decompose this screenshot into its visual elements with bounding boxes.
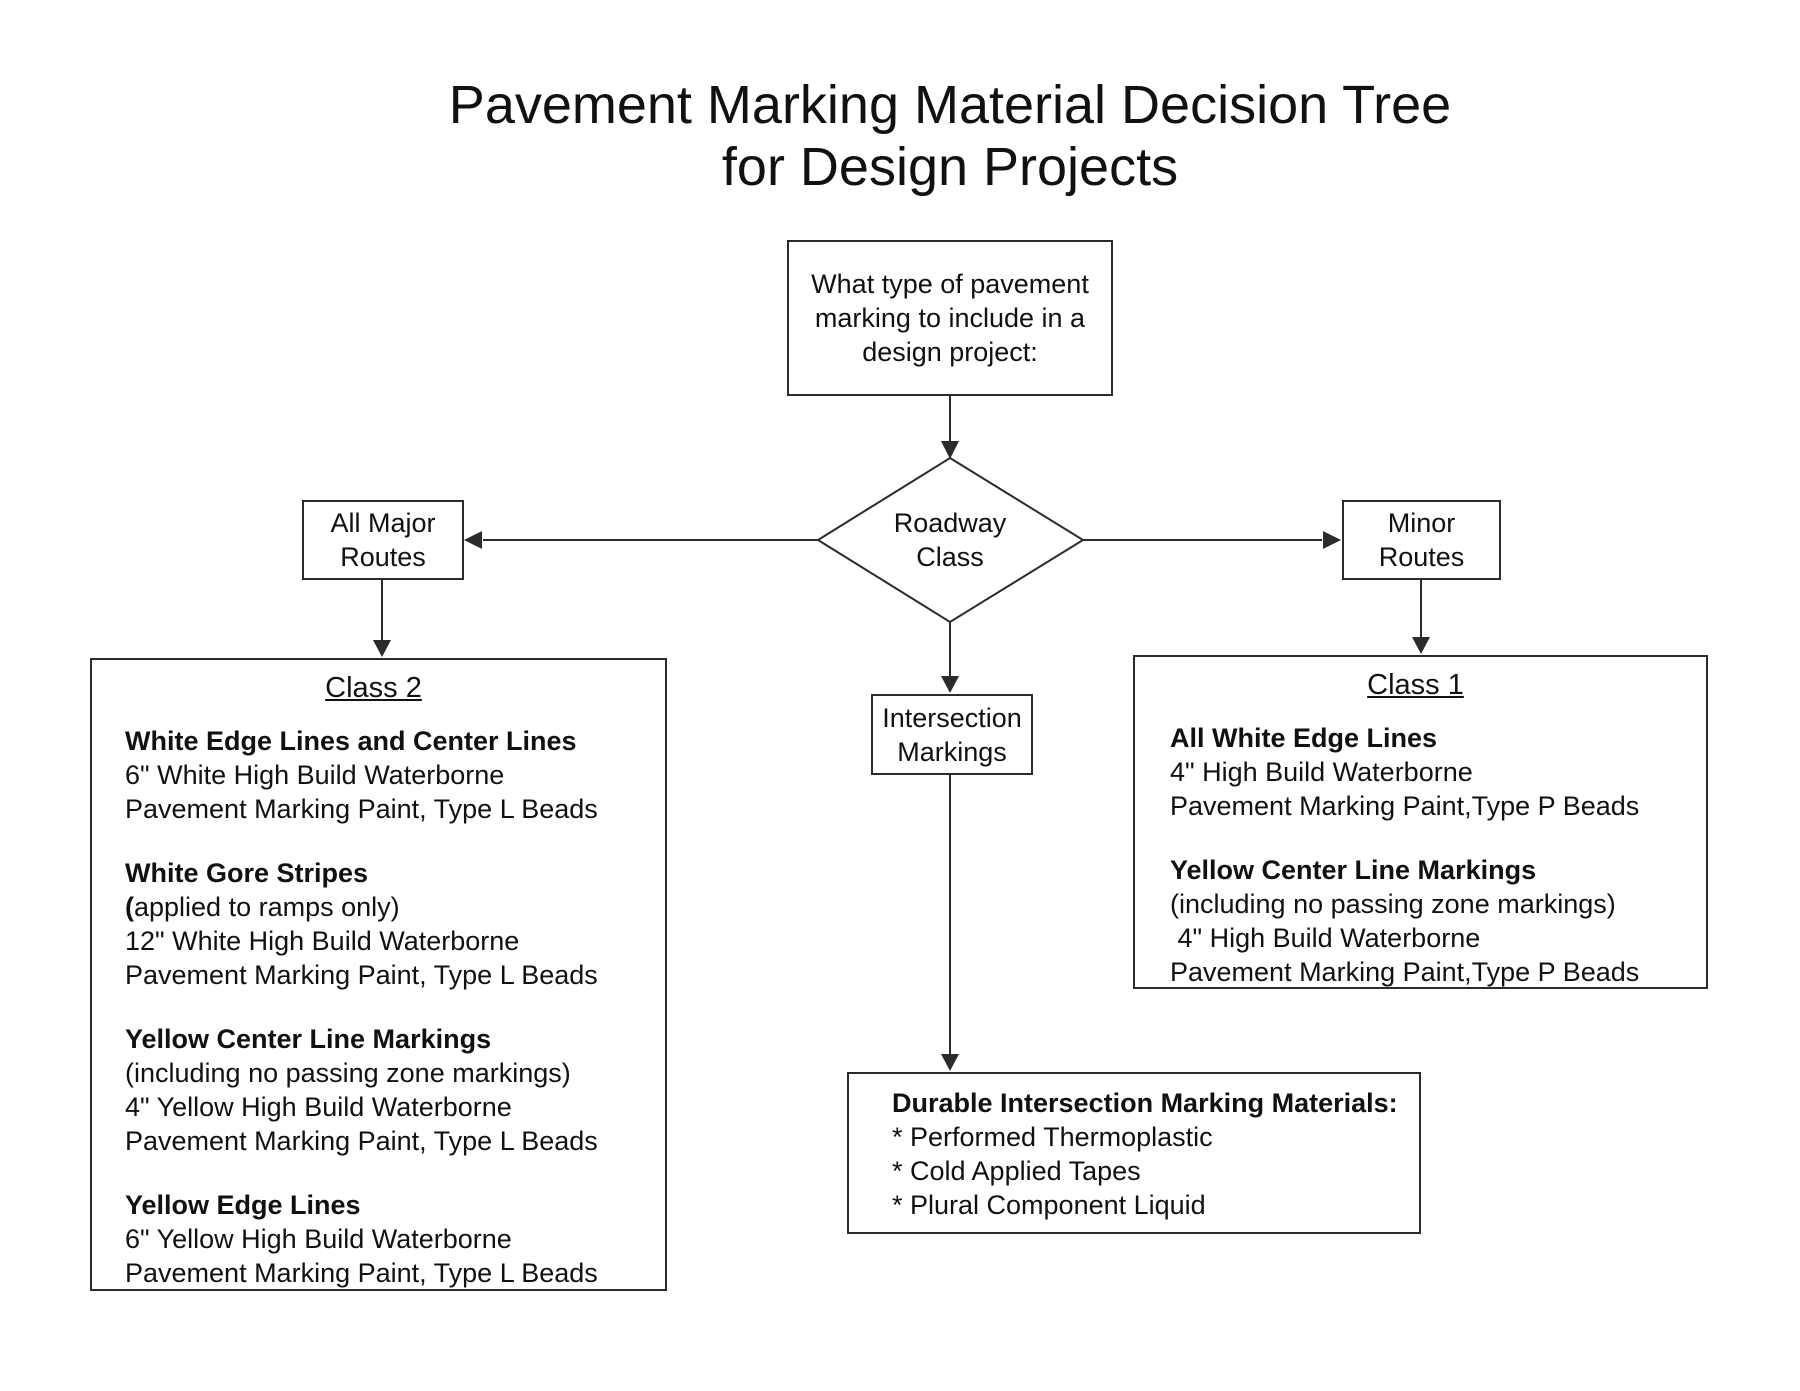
section-line: (applied to ramps only) [125,890,655,924]
intersection-markings-box: Intersection Markings [871,694,1033,775]
durable-item: * Performed Thermoplastic [892,1122,1213,1152]
section-line: Pavement Marking Paint, Type L Beads [125,960,598,990]
class2-section-white-gore: White Gore Stripes (applied to ramps onl… [125,856,655,992]
class1-heading-text: Class 1 [1367,669,1464,701]
class2-section-yellow-center: Yellow Center Line Markings (including n… [125,1022,655,1158]
arrowhead-down-class1 [1412,637,1430,654]
durable-item: * Plural Component Liquid [892,1190,1206,1220]
section-line: 12" White High Build Waterborne [125,926,520,956]
section-line: (including no passing zone markings) [1170,889,1616,919]
section-title: Yellow Center Line Markings [1170,855,1537,885]
durable-title: Durable Intersection Marking Materials: [892,1088,1398,1118]
section-line: 4" High Build Waterborne [1170,757,1473,787]
class2-section-yellow-edge: Yellow Edge Lines 6" Yellow High Build W… [125,1188,655,1290]
minor-routes-line2: Routes [1378,542,1465,572]
decision-diamond-label: Roadway Class [818,506,1082,574]
class1-heading: Class 1 [1135,667,1696,703]
section-line: (including no passing zone markings) [125,1058,571,1088]
arrowhead-down-durable [941,1054,959,1071]
durable-materials-box: Durable Intersection Marking Materials: … [847,1072,1421,1234]
class1-section-yellow-center: Yellow Center Line Markings (including n… [1170,853,1696,989]
minor-routes-line1: Minor [1387,508,1456,538]
paren-rest: applied to ramps only) [134,892,400,922]
class1-box: Class 1 All White Edge Lines 4" High Bui… [1133,655,1708,989]
decision-line2: Class [916,542,984,572]
section-line: Pavement Marking Paint, Type L Beads [125,1126,598,1156]
section-title: Yellow Edge Lines [125,1190,361,1220]
arrowhead-down-class2 [373,640,391,657]
arrowhead-left-major [464,531,482,549]
section-title: White Gore Stripes [125,858,369,888]
section-line: Pavement Marking Paint,Type P Beads [1170,791,1640,821]
major-routes-line1: All Major [330,508,436,538]
class2-box: Class 2 White Edge Lines and Center Line… [90,658,667,1291]
section-line: 4" Yellow High Build Waterborne [125,1092,512,1122]
class1-content: Class 1 All White Edge Lines 4" High Bui… [1135,667,1706,989]
page-title-line2: for Design Projects [721,137,1179,197]
section-title: White Edge Lines and Center Lines [125,726,577,756]
arrowhead-right-minor [1323,531,1341,549]
section-line: Pavement Marking Paint, Type L Beads [125,1258,598,1288]
class1-section-white-edge: All White Edge Lines 4" High Build Water… [1170,721,1696,823]
section-line: 4" High Build Waterborne [1170,923,1481,953]
arrowhead-down-intersection [941,676,959,693]
arrowhead-down-decision [941,441,959,459]
section-title: Yellow Center Line Markings [125,1024,492,1054]
section-line: Pavement Marking Paint, Type L Beads [125,794,598,824]
paren-bold: ( [125,892,134,922]
section-title: All White Edge Lines [1170,723,1438,753]
page-title: Pavement Marking Material Decision Tree … [449,74,1451,198]
section-line: 6" Yellow High Build Waterborne [125,1224,512,1254]
class2-content: Class 2 White Edge Lines and Center Line… [92,670,665,1290]
minor-routes-box: Minor Routes [1342,500,1501,580]
question-line1: What type of pavement [811,269,1089,299]
class2-heading-text: Class 2 [325,672,422,704]
page-title-line1: Pavement Marking Material Decision Tree [448,75,1452,135]
decision-line1: Roadway [893,508,1007,538]
class2-heading: Class 2 [92,670,655,706]
section-line: Pavement Marking Paint,Type P Beads [1170,957,1640,987]
question-box: What type of pavement marking to include… [787,240,1113,396]
intersection-line2: Markings [897,736,1007,767]
decision-diamond-shape [816,456,1085,624]
question-line3: design project: [862,337,1038,367]
section-line: 6" White High Build Waterborne [125,760,505,790]
durable-item: * Cold Applied Tapes [892,1156,1141,1186]
major-routes-line2: Routes [340,542,426,572]
major-routes-box: All Major Routes [302,500,464,580]
class2-section-white-edge: White Edge Lines and Center Lines 6" Whi… [125,724,655,826]
intersection-line1: Intersection [882,702,1022,733]
question-line2: marking to include in a [814,303,1086,333]
